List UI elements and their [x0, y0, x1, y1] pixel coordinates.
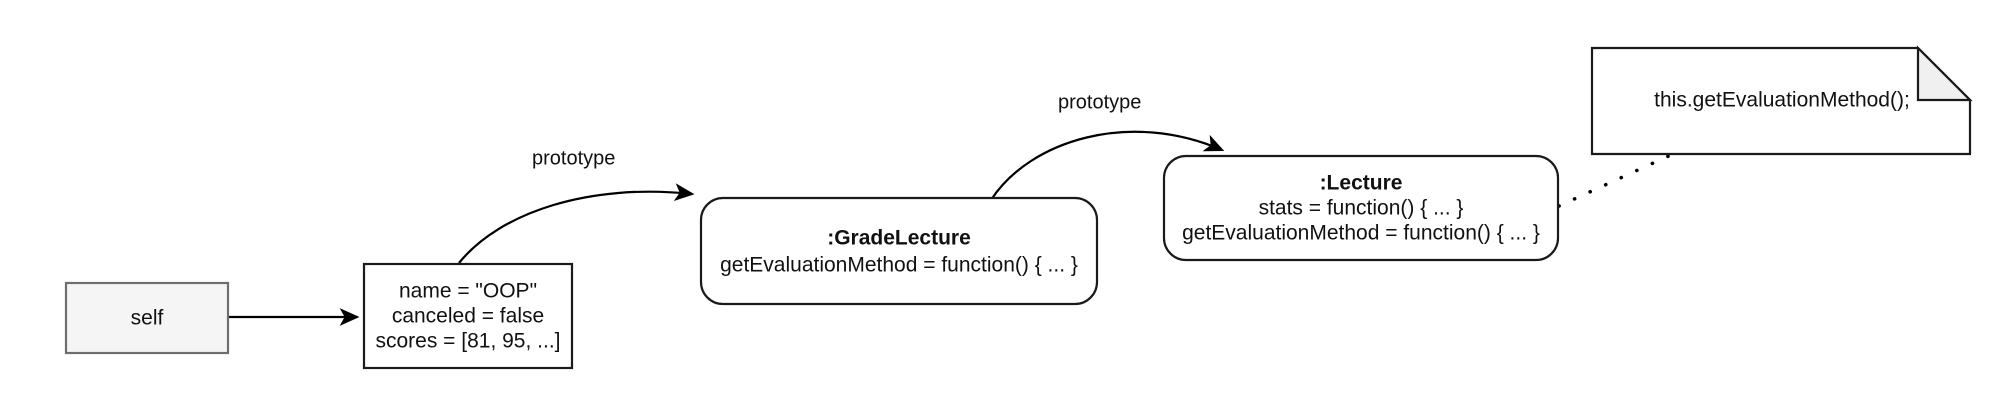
instance-attr-scores: scores = [81, 95, ...]: [375, 330, 560, 353]
instance-attr-canceled: canceled = false: [392, 305, 544, 328]
self-box-label: self: [131, 307, 164, 330]
edge-label-prototype-2: prototype: [1058, 91, 1141, 113]
lecture-box-rect: [1162, 154, 1560, 262]
note-text: this.getEvaluationMethod();: [1654, 89, 1910, 112]
edge-grade-lecture-to-lecture-line: [990, 130, 1225, 201]
lecture-title: :Lecture: [1320, 172, 1403, 195]
grade-lecture-member-getevaluationmethod: getEvaluationMethod = function() { ... }: [720, 254, 1078, 277]
edge-label-prototype-1: prototype: [532, 147, 615, 169]
grade-lecture-title: :GradeLecture: [827, 227, 971, 250]
node-lecture-box[interactable]: :Lecture stats = function() { ... } getE…: [1162, 154, 1560, 262]
grade-lecture-box-rect: [699, 196, 1099, 306]
edge-grade-lecture-to-lecture: prototype: [990, 91, 1225, 201]
edge-instance-to-grade-lecture: prototype: [458, 147, 695, 264]
node-instance-box[interactable]: name = "OOP" canceled = false scores = […: [362, 262, 574, 370]
edge-lecture-to-note: [1557, 152, 1675, 208]
edge-lecture-to-note-line: [1557, 152, 1675, 208]
note-fold-corner-icon: [1916, 45, 1973, 102]
lecture-member-stats: stats = function() { ... }: [1259, 197, 1464, 220]
instance-attr-name: name = "OOP": [399, 280, 537, 303]
lecture-member-getevaluationmethod: getEvaluationMethod = function() { ... }: [1182, 222, 1540, 245]
instance-box-rect: [362, 262, 574, 370]
node-self-box[interactable]: self: [64, 281, 230, 355]
note-box-outline: [1590, 46, 1972, 156]
self-box-rect: [64, 281, 230, 355]
node-note-box[interactable]: this.getEvaluationMethod();: [1590, 45, 1973, 156]
node-grade-lecture-box[interactable]: :GradeLecture getEvaluationMethod = func…: [699, 196, 1099, 306]
edge-instance-to-grade-lecture-line: [458, 183, 695, 264]
